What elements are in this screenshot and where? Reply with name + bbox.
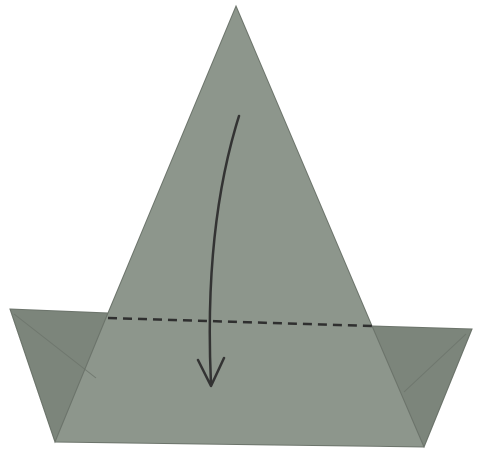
paper-body (55, 6, 424, 447)
